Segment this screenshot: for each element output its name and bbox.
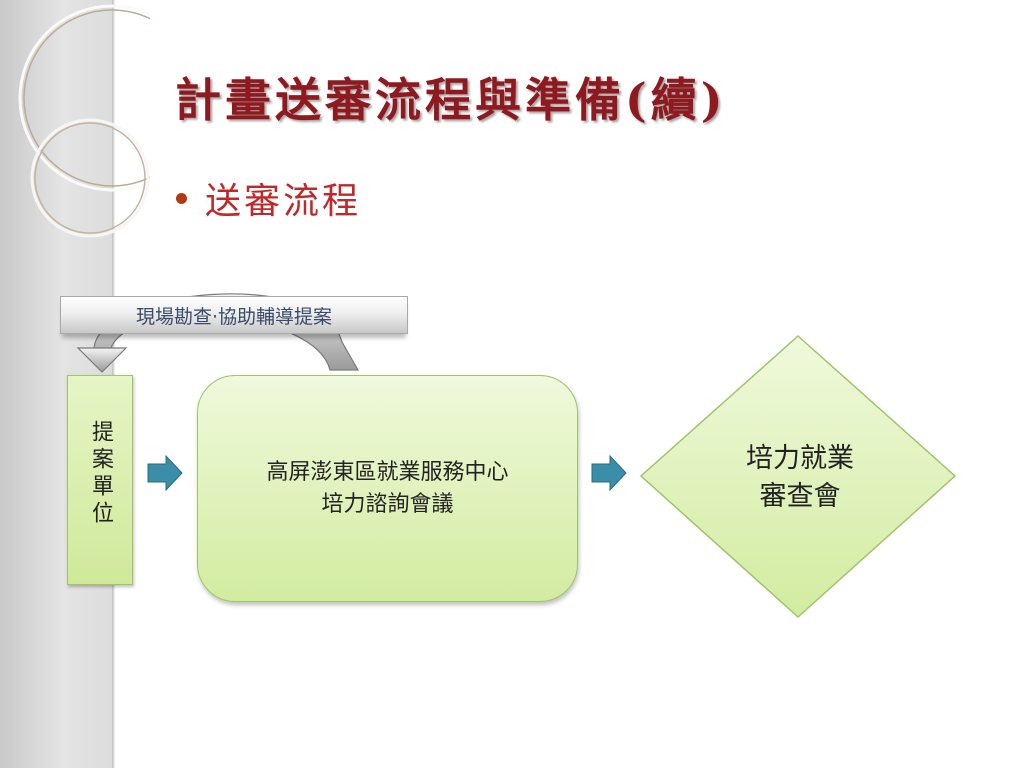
feedback-label: 現場勘查‧協助輔導提案 xyxy=(60,296,408,334)
consultation-meeting-box: 高屏澎東區就業服務中心 培力諮詢會議 xyxy=(197,375,578,602)
review-line-1: 培力就業 xyxy=(746,443,854,474)
center-line-1: 高屏澎東區就業服務中心 xyxy=(266,459,509,485)
arrow-right-icon xyxy=(147,455,183,491)
proposer-box: 提案單位 xyxy=(67,375,133,585)
review-committee-label: 培力就業 審查會 xyxy=(720,440,880,516)
review-line-2: 審查會 xyxy=(759,481,841,512)
bullet-text: 送審流程 xyxy=(205,181,362,222)
center-line-2: 培力諮詢會議 xyxy=(321,491,454,517)
slide-title: 計畫送審流程與準備(續) xyxy=(175,73,727,127)
proposer-label: 提案單位 xyxy=(88,420,113,528)
decorative-circles xyxy=(18,4,150,238)
bullet-dot-icon xyxy=(176,192,187,204)
arrow-right-icon xyxy=(591,455,627,491)
review-committee-diamond xyxy=(639,334,957,619)
bullet-item: 送審流程 xyxy=(176,172,361,224)
